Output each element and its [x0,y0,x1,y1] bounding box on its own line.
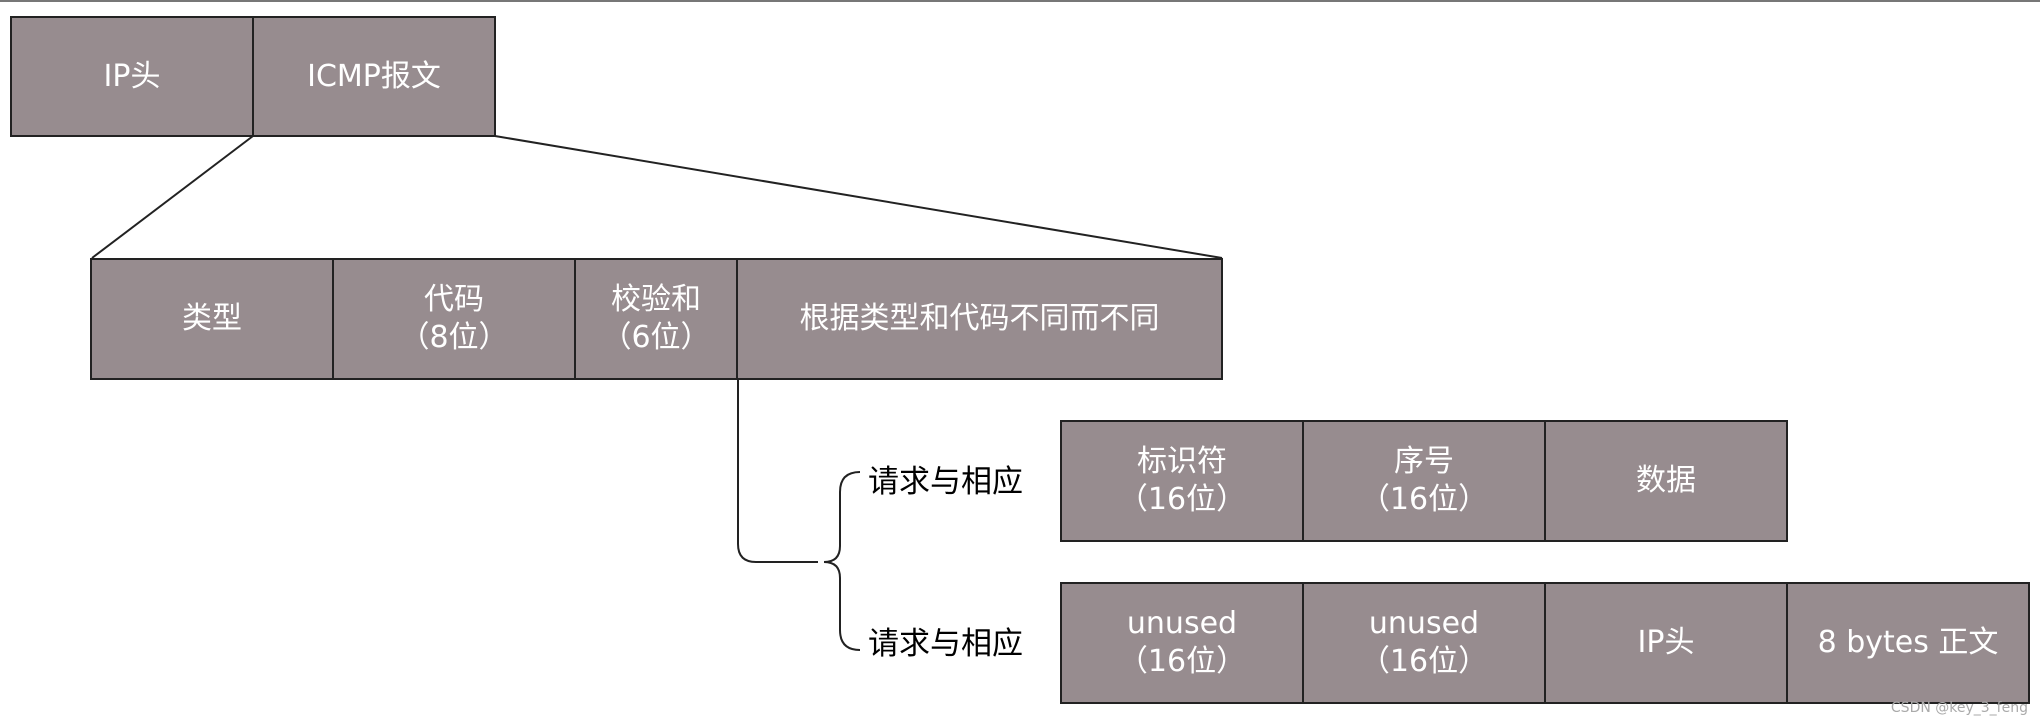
branch-connector [737,380,818,563]
type-field-label: 类型 [182,301,242,336]
ip-header-field-label: IP头 [1637,625,1695,660]
unused-field-2-label: unused [1368,606,1480,641]
top-border [0,0,2040,2]
code-field-label: 代码 [424,282,484,317]
identifier-field-label: 标识符 [1137,444,1227,479]
ip-header-label: IP头 [103,58,161,94]
sequence-field-label: 序号 [1394,444,1454,479]
expand-line-left [91,135,254,259]
payload-field: 8 bytes 正文 [1786,582,2030,704]
unused-field-2-size: （16位） [1359,644,1489,679]
type-field: 类型 [90,258,334,380]
ip-header-box: IP头 [10,16,254,137]
branch-label-top: 请求与相应 [868,464,1023,500]
branch-brace [823,471,861,651]
variable-field: 根据类型和代码不同而不同 [736,258,1223,380]
checksum-field-size: （6位） [601,320,711,355]
sequence-field: 序号 （16位） [1302,420,1546,542]
icmp-message-label: ICMP报文 [307,58,441,94]
identifier-field: 标识符 （16位） [1060,420,1304,542]
expand-line-right [494,135,1223,259]
unused-field-1-size: （16位） [1117,644,1247,679]
branch-label-bottom: 请求与相应 [868,626,1023,662]
checksum-field-label: 校验和 [611,282,701,317]
unused-field-1: unused （16位） [1060,582,1304,704]
code-field-size: （8位） [399,320,509,355]
checksum-field: 校验和 （6位） [574,258,738,380]
identifier-field-size: （16位） [1117,482,1247,517]
payload-field-label: 8 bytes 正文 [1817,625,1999,660]
sequence-field-size: （16位） [1359,482,1489,517]
data-field-label: 数据 [1636,463,1696,498]
ip-header-field: IP头 [1544,582,1788,704]
unused-field-2: unused （16位） [1302,582,1546,704]
watermark: CSDN @key_3_feng [1890,700,2028,716]
unused-field-1-label: unused [1126,606,1238,641]
icmp-message-box: ICMP报文 [252,16,496,137]
code-field: 代码 （8位） [332,258,576,380]
variable-field-label: 根据类型和代码不同而不同 [799,301,1160,336]
data-field: 数据 [1544,420,1788,542]
